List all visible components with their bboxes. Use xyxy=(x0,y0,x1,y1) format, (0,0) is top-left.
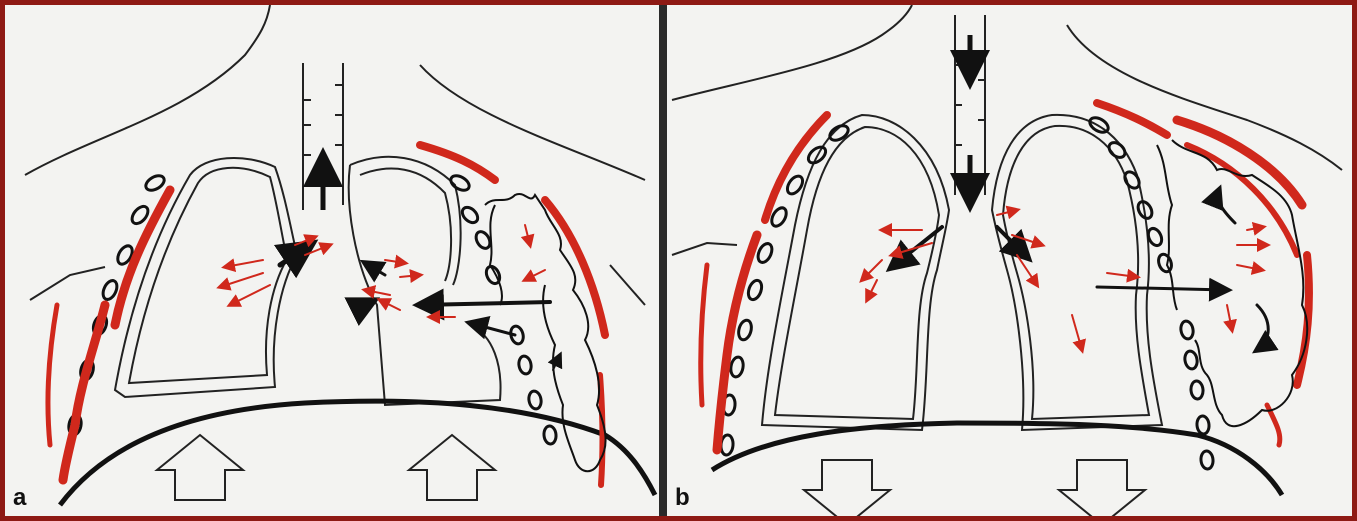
panel-b-drawing xyxy=(667,5,1352,516)
panel-a-drawing xyxy=(5,5,659,516)
paper-background xyxy=(667,5,1352,516)
paper-background xyxy=(5,5,659,516)
panel-a: a xyxy=(5,5,659,516)
panel-label-b: b xyxy=(675,484,690,512)
panel-label-a: a xyxy=(13,484,26,512)
panel-b: b xyxy=(667,5,1352,516)
